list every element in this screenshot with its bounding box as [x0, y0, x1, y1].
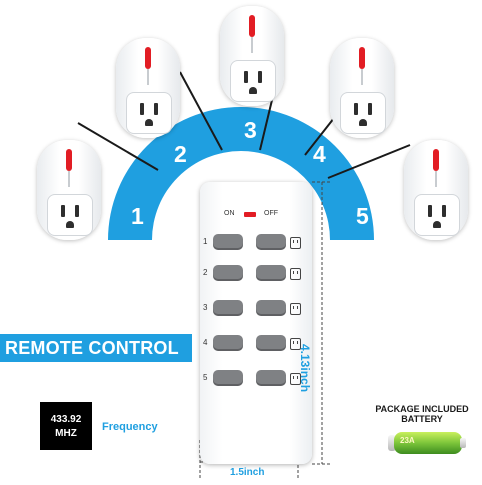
battery-model: 23A: [400, 436, 415, 445]
off-button-3[interactable]: [256, 300, 286, 316]
off-label: OFF: [264, 210, 278, 217]
led-indicator-icon: [244, 212, 256, 217]
outlet-2: [116, 38, 180, 138]
socket-icon: [290, 237, 301, 249]
outlet-1: [37, 140, 101, 240]
remote-row-5: 5: [200, 370, 312, 388]
row-number: 4: [203, 338, 208, 347]
red-indicator-icon: [359, 47, 365, 69]
socket-icon: [414, 194, 460, 236]
socket-icon: [290, 268, 301, 280]
on-button-2[interactable]: [213, 265, 243, 281]
package-included-text: PACKAGE INCLUDED: [375, 404, 469, 414]
arc-number-2: 2: [174, 141, 187, 167]
on-button-5[interactable]: [213, 370, 243, 386]
remote-row-1: 1: [200, 234, 312, 252]
on-button-1[interactable]: [213, 234, 243, 250]
frequency-label: Frequency: [102, 421, 158, 433]
remote-row-2: 2: [200, 265, 312, 283]
off-button-5[interactable]: [256, 370, 286, 386]
off-button-2[interactable]: [256, 265, 286, 281]
row-number: 1: [203, 237, 208, 246]
frequency-unit: MHZ: [55, 428, 77, 439]
off-button-1[interactable]: [256, 234, 286, 250]
frequency-badge: 433.92 MHZ: [40, 402, 92, 450]
battery-text: BATTERY: [401, 414, 443, 424]
socket-icon: [290, 338, 301, 350]
row-number: 3: [203, 303, 208, 312]
red-indicator-icon: [66, 149, 72, 171]
outlet-4: [330, 38, 394, 138]
connector-line-5: [327, 144, 411, 179]
battery-icon: 23A: [388, 430, 468, 456]
socket-icon: [290, 373, 301, 385]
red-indicator-icon: [145, 47, 151, 69]
frequency-value: 433.92: [50, 414, 82, 425]
socket-icon: [126, 92, 172, 134]
socket-icon: [290, 303, 301, 315]
remote-control-label: REMOTE CONTROL: [5, 338, 179, 358]
connector-line-2: [179, 71, 223, 151]
arc-number-1: 1: [131, 203, 144, 229]
remote-control: ON OFF 1 2 3 4 5: [200, 182, 312, 464]
off-button-4[interactable]: [256, 335, 286, 351]
row-number: 5: [203, 373, 208, 382]
red-indicator-icon: [433, 149, 439, 171]
remote-control-banner: REMOTE CONTROL: [0, 334, 192, 362]
connector-line-1: [77, 122, 159, 171]
height-dimension-label: 4.13inch: [298, 344, 312, 393]
socket-icon: [230, 60, 276, 102]
on-label: ON: [224, 210, 235, 217]
arc-number-4: 4: [313, 141, 326, 167]
arc-number-3: 3: [244, 117, 257, 143]
remote-row-4: 4: [200, 335, 312, 353]
width-dimension-label: 1.5inch: [230, 467, 265, 478]
arc-number-5: 5: [356, 203, 369, 229]
socket-icon: [47, 194, 93, 236]
on-button-3[interactable]: [213, 300, 243, 316]
outlet-5: [404, 140, 468, 240]
outlet-3: [220, 6, 284, 106]
socket-icon: [340, 92, 386, 134]
package-included-label: PACKAGE INCLUDED BATTERY: [370, 404, 474, 424]
blue-arc-band: [108, 107, 374, 240]
red-indicator-icon: [249, 15, 255, 37]
on-button-4[interactable]: [213, 335, 243, 351]
remote-row-3: 3: [200, 300, 312, 318]
row-number: 2: [203, 268, 208, 277]
